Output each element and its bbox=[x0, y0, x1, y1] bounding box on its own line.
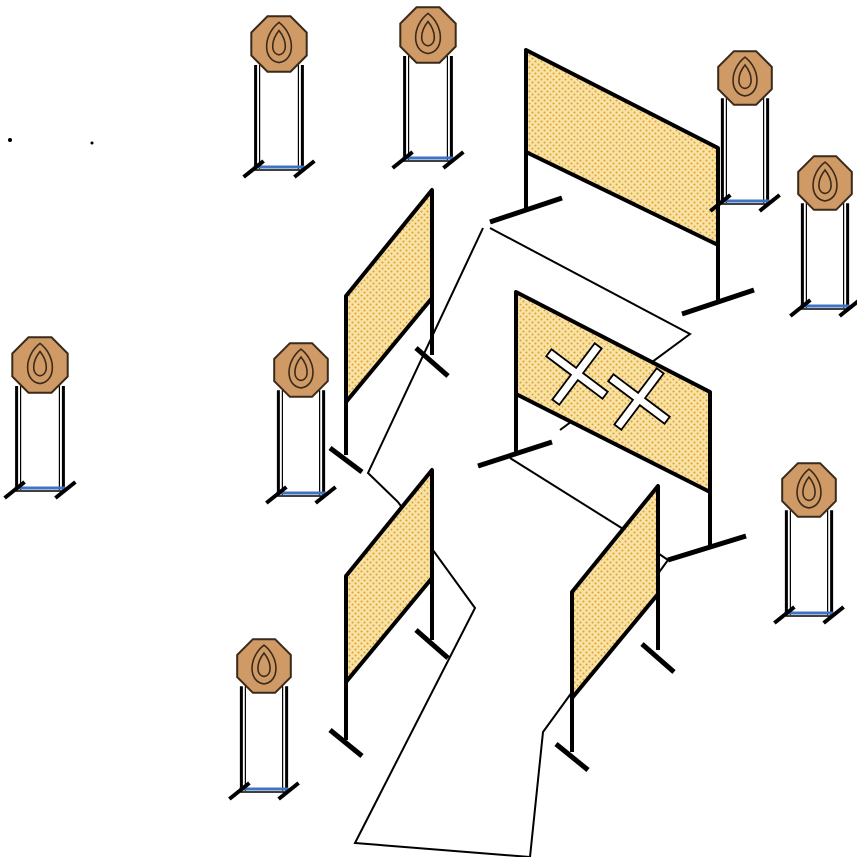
stray-dot bbox=[90, 141, 94, 145]
steel-plate-target-icon bbox=[228, 638, 300, 801]
steel-plate-target-icon bbox=[3, 336, 77, 500]
no-shoot-x-icon bbox=[544, 341, 610, 407]
barricade-wall-icon bbox=[554, 484, 676, 772]
stray-dot bbox=[8, 138, 12, 142]
fault-line-left bbox=[353, 227, 531, 857]
barricade-wall-icon bbox=[328, 468, 450, 758]
barricade-wall-icon bbox=[477, 290, 747, 563]
no-shoot-x-icon bbox=[606, 366, 672, 432]
steel-plate-target-icon bbox=[265, 342, 337, 505]
barricade-wall-icon bbox=[328, 188, 450, 474]
barricade-wall-icon bbox=[489, 48, 755, 317]
steel-plate-target-icon bbox=[242, 15, 316, 179]
steel-plate-target-icon bbox=[789, 155, 857, 318]
steel-plate-target-icon bbox=[709, 50, 781, 213]
steel-plate-target-icon bbox=[391, 6, 465, 170]
steel-plate-target-icon bbox=[773, 462, 845, 625]
